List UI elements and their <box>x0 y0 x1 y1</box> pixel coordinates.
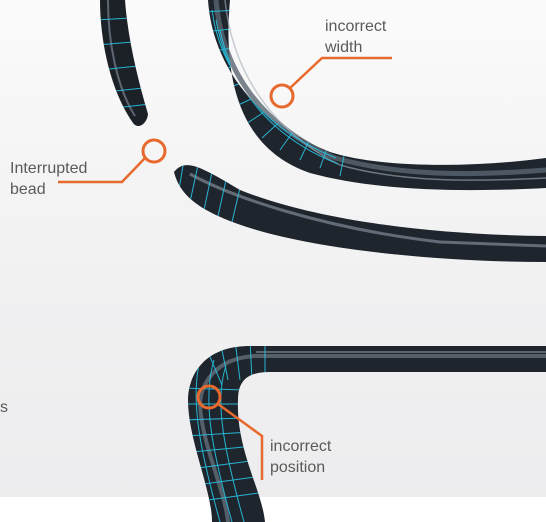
callout-leader-width <box>289 56 392 89</box>
callout-leader-bead <box>58 157 146 184</box>
label-incorrect-width-line1: incorrect <box>325 18 387 35</box>
label-incorrect-width: incorrect width <box>325 16 386 58</box>
label-interrupted-bead: Interrupted bead <box>10 158 87 200</box>
label-incorrect-width-line2: width <box>325 39 363 56</box>
label-incorrect-position-line2: position <box>270 459 326 476</box>
bead-segment-bottom <box>188 346 546 522</box>
label-incorrect-position: incorrect position <box>270 436 331 478</box>
footer-strip <box>0 497 546 522</box>
callout-marker-position <box>196 384 222 410</box>
callout-marker-width <box>269 83 295 109</box>
label-interrupted-bead-line2: bead <box>10 181 46 198</box>
bead-segment-upper-left <box>100 0 148 127</box>
label-incorrect-position-line1: incorrect <box>270 438 332 455</box>
bead-segment-middle <box>174 165 546 262</box>
edge-glyph: s <box>0 399 8 416</box>
callout-interrupted-bead <box>58 138 167 184</box>
callout-incorrect-width <box>269 56 392 109</box>
callout-leader-position <box>217 402 264 480</box>
callout-marker-bead <box>141 138 167 164</box>
callout-incorrect-position <box>196 384 264 480</box>
label-interrupted-bead-line1: Interrupted <box>10 160 88 177</box>
